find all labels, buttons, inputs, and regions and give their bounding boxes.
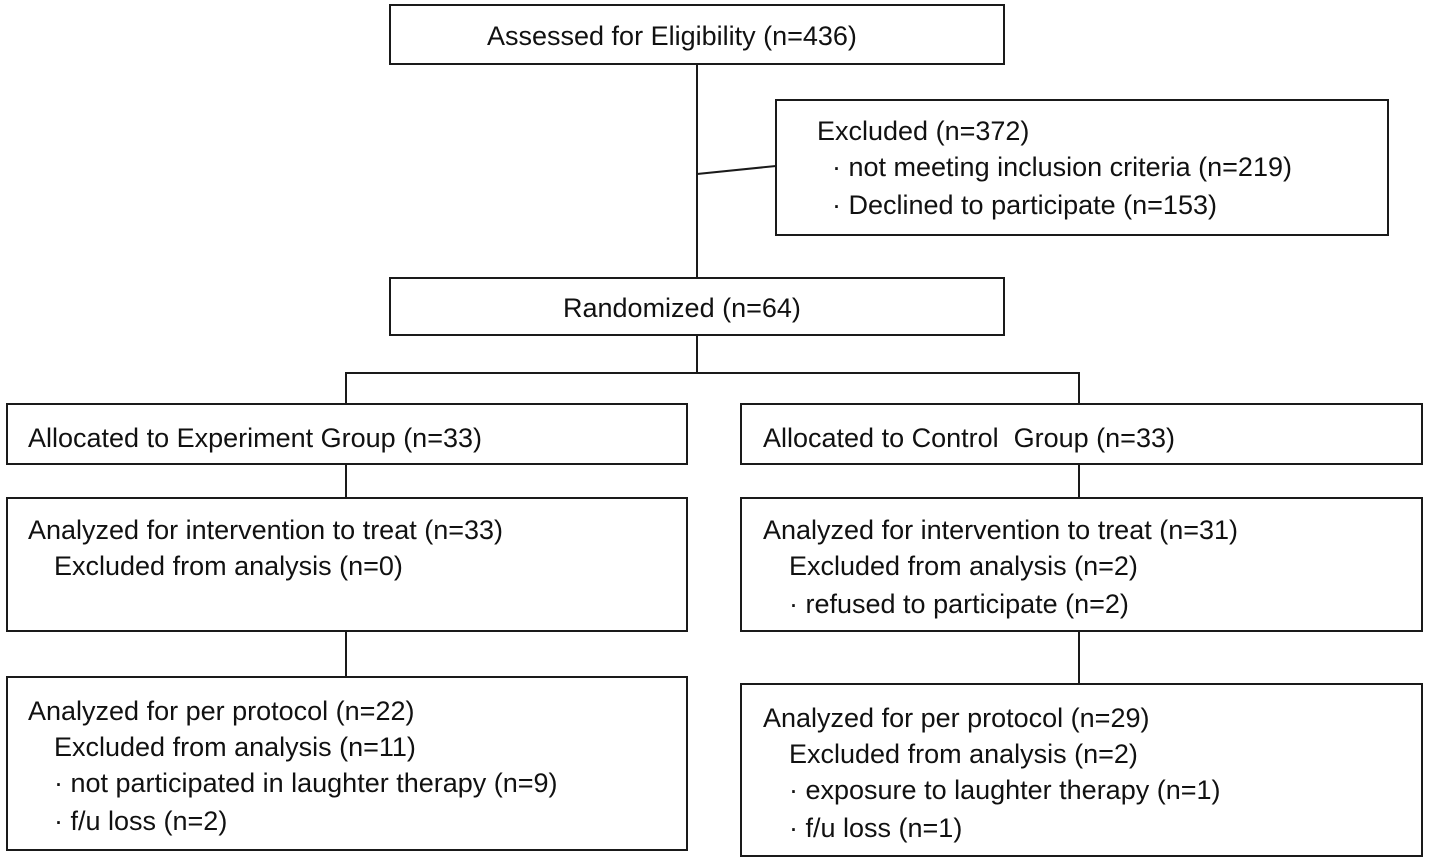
randomized-box: Randomized (n=64)	[389, 277, 1005, 336]
experiment-itt-box: Analyzed for intervention to treat (n=33…	[6, 497, 688, 632]
control-allocated-label: Allocated to Control Group (n=33)	[763, 423, 1175, 453]
experiment-itt-excluded: Excluded from analysis (n=0)	[54, 551, 403, 581]
experiment-pp-title: Analyzed for per protocol (n=22)	[28, 696, 415, 726]
experiment-pp-item-not-participated: · not participated in laughter therapy (…	[54, 768, 558, 798]
excluded-box: Excluded (n=372) · not meeting inclusion…	[775, 99, 1389, 236]
control-pp-item-fu-loss: · f/u loss (n=1)	[789, 813, 963, 843]
control-pp-box: Analyzed for per protocol (n=29) Exclude…	[740, 683, 1423, 857]
experiment-pp-excluded: Excluded from analysis (n=11)	[54, 732, 416, 762]
connector-control-alloc-to-itt	[1078, 464, 1080, 498]
connector-experiment-itt-to-pp	[345, 631, 347, 677]
experiment-pp-item-fu-loss: · f/u loss (n=2)	[54, 806, 228, 836]
control-allocated-box: Allocated to Control Group (n=33)	[740, 403, 1423, 465]
connector-control-itt-to-pp	[1078, 631, 1080, 684]
connector-randomized-down	[696, 335, 698, 374]
control-pp-excluded: Excluded from analysis (n=2)	[789, 739, 1138, 769]
control-pp-title: Analyzed for per protocol (n=29)	[763, 703, 1150, 733]
experiment-allocated-label: Allocated to Experiment Group (n=33)	[28, 423, 482, 453]
assessed-box: Assessed for Eligibility (n=436)	[389, 4, 1005, 65]
connector-experiment-alloc-to-itt	[345, 464, 347, 498]
excluded-item-inclusion: · not meeting inclusion criteria (n=219)	[832, 152, 1292, 182]
control-itt-excluded: Excluded from analysis (n=2)	[789, 551, 1138, 581]
control-pp-item-exposure: · exposure to laughter therapy (n=1)	[789, 775, 1221, 805]
connector-split-horizontal	[345, 372, 1080, 374]
excluded-title: Excluded (n=372)	[817, 116, 1030, 146]
connector-assessed-to-randomized	[696, 64, 698, 280]
control-itt-box: Analyzed for intervention to treat (n=31…	[740, 497, 1423, 632]
connector-to-control	[1078, 372, 1080, 404]
excluded-item-declined: · Declined to participate (n=153)	[832, 190, 1217, 220]
experiment-allocated-box: Allocated to Experiment Group (n=33)	[6, 403, 688, 465]
assessed-label: Assessed for Eligibility (n=436)	[487, 21, 857, 51]
experiment-itt-title: Analyzed for intervention to treat (n=33…	[28, 515, 504, 545]
experiment-pp-box: Analyzed for per protocol (n=22) Exclude…	[6, 676, 688, 851]
connector-to-experiment	[345, 372, 347, 404]
control-itt-item-refused: · refused to participate (n=2)	[789, 589, 1129, 619]
randomized-label: Randomized (n=64)	[563, 293, 801, 323]
control-itt-title: Analyzed for intervention to treat (n=31…	[763, 515, 1239, 545]
